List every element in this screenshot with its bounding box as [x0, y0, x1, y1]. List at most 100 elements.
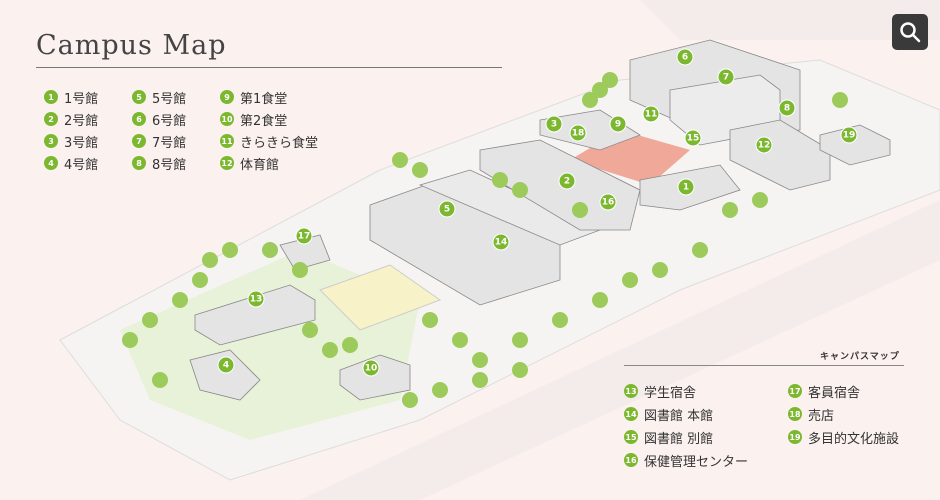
number-badge: 16: [624, 453, 638, 467]
number-badge: 14: [624, 407, 638, 421]
legend-label: 4号館: [64, 157, 99, 173]
number-badge: 9: [220, 90, 234, 104]
tree: [172, 292, 188, 308]
number-badge: 2: [44, 112, 58, 126]
number-badge: 6: [132, 112, 146, 126]
tree: [652, 262, 668, 278]
number-badge: 13: [624, 384, 638, 398]
tree: [722, 202, 738, 218]
legend-item[interactable]: 1 1号館: [44, 88, 132, 107]
search-button[interactable]: [892, 14, 928, 50]
tree: [512, 332, 528, 348]
map-marker[interactable]: 19: [840, 126, 858, 144]
map-marker[interactable]: 5: [438, 200, 456, 218]
legend-item[interactable]: 16 保健管理センター: [624, 451, 788, 470]
tree: [512, 182, 528, 198]
legend-label: 1号館: [64, 91, 99, 107]
map-marker[interactable]: 10: [362, 359, 380, 377]
search-icon: [900, 22, 921, 43]
legend-label: 8号館: [152, 157, 187, 173]
tree: [832, 92, 848, 108]
map-marker[interactable]: 16: [599, 193, 617, 211]
tree: [472, 372, 488, 388]
legend-label: 3号館: [64, 135, 99, 151]
legend-item[interactable]: 14 図書館 本館: [624, 405, 788, 424]
tree: [222, 242, 238, 258]
map-marker[interactable]: 6: [676, 48, 694, 66]
tree: [492, 172, 508, 188]
map-marker[interactable]: 8: [778, 99, 796, 117]
legend-label: 図書館 本館: [644, 408, 714, 424]
legend-label: 2号館: [64, 113, 99, 129]
tree: [552, 312, 568, 328]
map-marker[interactable]: 3: [545, 115, 563, 133]
title-divider: [36, 67, 502, 68]
legend-label: 保健管理センター: [644, 454, 749, 470]
number-badge: 12: [220, 156, 234, 170]
tree: [262, 242, 278, 258]
map-marker[interactable]: 11: [642, 105, 660, 123]
tree: [622, 272, 638, 288]
tree: [692, 242, 708, 258]
map-marker[interactable]: 13: [247, 290, 265, 308]
road-diagonal: [300, 0, 940, 500]
sports-field: [319, 264, 442, 331]
buildings: [189, 39, 891, 401]
tree: [752, 192, 768, 208]
page-title: Campus Map: [36, 30, 227, 61]
legend-label: きらきら食堂: [240, 135, 319, 151]
legend-item[interactable]: 12 体育館: [220, 154, 350, 173]
map-marker[interactable]: 1: [677, 178, 695, 196]
legend-item[interactable]: 2 2号館: [44, 110, 132, 129]
legend-label: 売店: [808, 408, 835, 424]
map-marker[interactable]: 17: [295, 227, 313, 245]
tree: [472, 352, 488, 368]
map-marker[interactable]: 15: [684, 129, 702, 147]
tree: [432, 382, 448, 398]
map-marker[interactable]: 4: [217, 356, 235, 374]
map-marker[interactable]: 12: [755, 136, 773, 154]
map-marker[interactable]: 2: [558, 172, 576, 190]
legend-item[interactable]: 8 8号館: [132, 154, 220, 173]
tree: [122, 332, 138, 348]
tree: [202, 252, 218, 268]
number-badge: 1: [44, 90, 58, 104]
number-badge: 10: [220, 112, 234, 126]
legend-label: 7号館: [152, 135, 187, 151]
tree: [452, 332, 468, 348]
legend-label: 多目的文化施設: [808, 431, 900, 447]
number-badge: 17: [788, 384, 802, 398]
map-marker[interactable]: 9: [609, 115, 627, 133]
tree: [422, 312, 438, 328]
number-badge: 8: [132, 156, 146, 170]
subtitle-divider: [624, 365, 904, 366]
legend-label: 体育館: [240, 157, 280, 173]
tree: [572, 202, 588, 218]
tree: [322, 342, 338, 358]
tree: [592, 82, 608, 98]
map-marker[interactable]: 7: [717, 68, 735, 86]
map-marker[interactable]: 18: [569, 124, 587, 142]
tree: [192, 272, 208, 288]
tree: [592, 292, 608, 308]
trees: [122, 72, 848, 408]
map-marker[interactable]: 14: [492, 233, 510, 251]
legend-item[interactable]: 18 売店: [788, 405, 928, 424]
tree: [342, 337, 358, 353]
number-badge: 18: [788, 407, 802, 421]
